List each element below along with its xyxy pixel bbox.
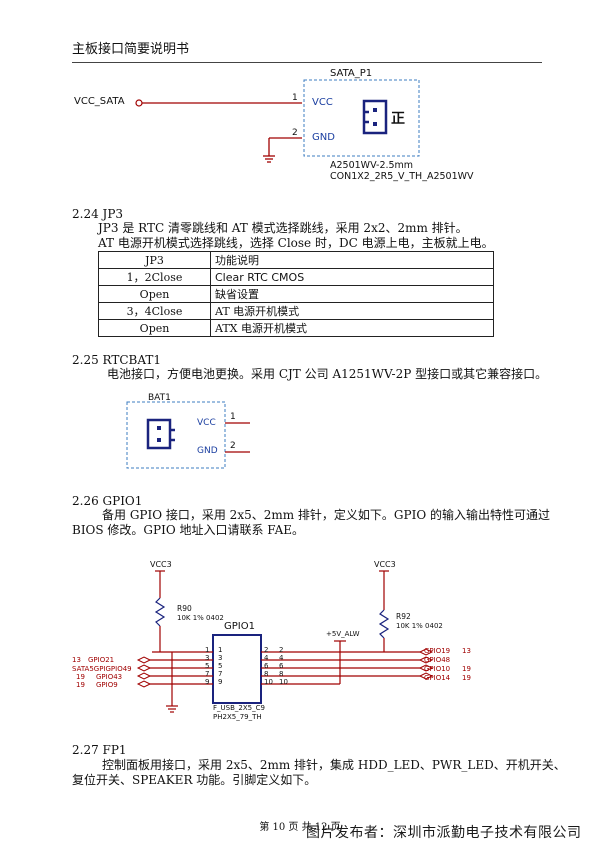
gpio-net-num: 19 [76,673,85,681]
gpio-pin-number-inner: 7 [218,670,223,678]
gpio-pin-number: 4 [264,654,269,662]
resistor-r90-value: 10K 1% 0402 [177,614,224,622]
gpio-pin-number: 8 [264,670,269,678]
gpio-vcc3-left: VCC3 [150,560,172,569]
gpio-pin-number: 9 [205,678,210,686]
gpio-pin-number-outer: 10 [279,678,288,686]
sata-connector-box [303,79,420,157]
resistor-r92 [378,609,390,639]
battery-connector-box [126,401,226,469]
jp3-heading: 2.24 JP3 [72,207,124,221]
gpio-vcc3-right: VCC3 [374,560,396,569]
battery-vcc-label: VCC [197,418,216,428]
sata-vcc-label: VCC [312,97,333,108]
gpio-pin-number-inner: 3 [218,654,223,662]
page-number-footer: 第 10 页 共 12 页 [259,822,341,833]
header-rule [72,62,542,63]
battery-socket-body [146,418,172,450]
gpio-paragraph-2: BIOS 修改。GPIO 地址入口请联系 FAE。 [72,523,305,537]
battery-pin1: 1 [230,412,236,422]
gpio-net-num: 19 [76,681,85,689]
fp1-heading: 2.27 FP1 [72,743,127,757]
sata-polarity-mark: 正 [391,111,405,127]
resistor-r90-label: R90 [177,604,192,613]
gpio-net-label: GPIO14 [424,674,451,682]
gpio-pin-number-inner: 1 [218,646,223,654]
gpio-net-label: GPIO43 [96,673,123,681]
gpio-pin-number-inner: 5 [218,662,223,670]
table-row: Open ATX 电源开机模式 [98,319,494,337]
table-row: 1，2Close Clear RTC CMOS [98,268,494,286]
jp3-paragraph-1: JP3 是 RTC 清零跳线和 AT 模式选择跳线，采用 2x2、2mm 排针。 [98,221,468,235]
gpio-net-label: GPIO19 [424,647,451,655]
gpio-footprint-1: F_USB_2X5_C9 [213,704,265,712]
gpio-net-num: 13 [462,647,471,655]
gpio-net-num: 19 [462,674,471,682]
table-header-cell: JP3 [98,251,211,269]
gpio-connector-body [212,634,262,704]
gpio-5v-alw-label: +5V_ALW [326,630,360,638]
jp3-paragraph-2: AT 电源开机模式选择跳线，选择 Close 时，DC 电源上电，主板就上电。 [98,236,494,250]
sata-pin2: 2 [292,128,298,138]
table-row: 3，4Close AT 电源开机模式 [98,302,494,320]
resistor-r90 [154,597,166,627]
gpio-pin-number: 2 [264,646,269,654]
gpio-pin-number: 3 [205,654,210,662]
sata-net-label: VCC_SATA [74,96,125,107]
jp3-table: JP3 功能说明 1，2Close Clear RTC CMOS Open 缺省… [98,251,494,337]
sata-gnd-label: GND [312,132,335,143]
table-cell: 1，2Close [98,268,211,286]
gpio-footprint-2: PH2X5_79_TH [213,713,262,721]
gpio-pin-number-inner: 9 [218,678,223,686]
sata-part-number: A2501WV-2.5mm [330,160,414,171]
gpio-pin-number-outer: 4 [279,654,284,662]
gpio-pin-number-outer: 2 [279,646,284,654]
gpio-heading: 2.26 GPIO1 [72,494,143,508]
rtcbat-paragraph: 电池接口，方便电池更换。采用 CJT 公司 A1251WV-2P 型接口或其它兼… [107,367,548,381]
gpio-net-num: 13 [72,656,81,664]
gpio-pin-number: 5 [205,662,210,670]
gpio-net-num: 19 [462,665,471,673]
gpio-net-label: GPIO48 [424,656,451,664]
sata-socket-body [362,99,388,135]
table-cell: ATX 电源开机模式 [210,319,494,337]
gpio-net-label: GPIO9 [96,681,118,689]
gpio-pin-number: 7 [205,670,210,678]
battery-pin2: 2 [230,441,236,451]
resistor-r92-value: 10K 1% 0402 [396,622,443,630]
publisher-watermark: 图片发布者：深圳市派勤电子技术有限公司 [306,825,582,841]
gpio-pin-number: 1 [205,646,210,654]
fp1-paragraph-2: 复位开关、SPEAKER 功能。引脚定义如下。 [72,773,317,787]
fp1-paragraph-1: 控制面板用接口，采用 2x5、2mm 排针，集成 HDD_LED、PWR_LED… [102,758,566,772]
sata-pin1: 1 [292,93,298,103]
gpio-pin-number: 10 [264,678,273,686]
table-cell: Open [98,319,211,337]
battery-gnd-label: GND [197,446,218,456]
gpio-connector-title: GPIO1 [224,621,255,632]
sata-title: SATA_P1 [330,68,373,79]
gpio-net-label: GPIO21 [88,656,115,664]
battery-title: BAT1 [148,393,171,403]
sata-footprint: CON1X2_2R5_V_TH_A2501WV [330,171,474,182]
gpio-net-label: SATA5GPIGPIO49 [72,665,132,673]
document-header-title: 主板接口简要说明书 [72,42,190,57]
gpio-net-label: GPIO10 [424,665,451,673]
gpio-paragraph-1: 备用 GPIO 接口，采用 2x5、2mm 排针，定义如下。GPIO 的输入输出… [102,508,550,522]
rtcbat-heading: 2.25 RTCBAT1 [72,353,162,367]
sata-net-port [135,99,143,107]
gpio-pin-number: 6 [264,662,269,670]
resistor-r92-label: R92 [396,612,411,621]
gpio-pin-number-outer: 6 [279,662,284,670]
gpio-pin-number-outer: 8 [279,670,284,678]
